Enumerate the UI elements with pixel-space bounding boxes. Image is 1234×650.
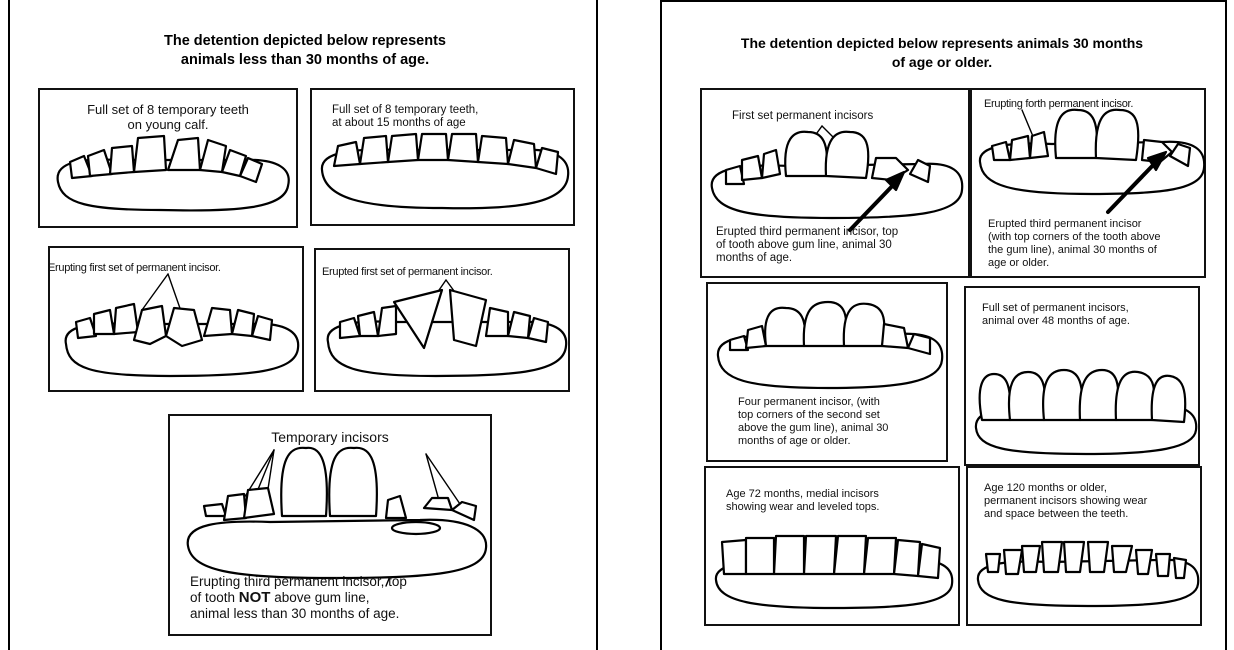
jaw-worn-incisors-illustration (706, 468, 962, 628)
panel-120-months: Age 120 months or older, permanent incis… (966, 466, 1202, 626)
panel-erupting-first-permanent: Erupting first set of permanent incisor. (48, 246, 304, 392)
panel-four-permanent-incisor: Four permanent incisor, (with top corner… (706, 282, 948, 462)
panel-erupted-first-permanent: Erupted first set of permanent incisor. (314, 248, 570, 392)
panel-15-months: Full set of 8 temporary teeth, at about … (310, 88, 575, 226)
panel-caption: Four permanent incisor, (with top corner… (738, 396, 938, 448)
left-page: The detention depicted below represents … (8, 0, 598, 650)
jaw-erupting-incisors-illustration (50, 248, 306, 394)
panel-temporary-incisors: Temporary incisors Erupting third perman… (168, 414, 492, 636)
jaw-temporary-teeth-illustration (40, 90, 300, 230)
panel-third-incisor-30-months: First set permanent incisors Erupted thi… (700, 88, 970, 278)
panel-caption: Erupted third permanent incisor (with to… (988, 218, 1204, 270)
panel-erupting-fourth-incisor: Erupting forth permanent incisor. Erupte… (970, 88, 1206, 278)
right-heading: The detention depicted below represents … (682, 34, 1202, 72)
jaw-full-permanent-illustration (966, 288, 1202, 468)
panel-72-months: Age 72 months, medial incisors showing w… (704, 466, 960, 626)
right-page: The detention depicted below represents … (660, 0, 1227, 650)
jaw-erupted-incisors-illustration (316, 250, 572, 394)
panel-caption: Erupted third permanent incisor, top of … (716, 226, 966, 265)
panel-caption: Erupting third permanent incisor, top of… (190, 574, 490, 622)
panel-full-set-permanent: Full set of permanent incisors, animal o… (964, 286, 1200, 466)
left-heading: The detention depicted below represents … (70, 32, 540, 70)
jaw-spaced-incisors-illustration (968, 468, 1204, 628)
jaw-temporary-teeth-illustration (312, 90, 577, 228)
panel-young-calf: Full set of 8 temporary teeth on young c… (38, 88, 298, 228)
